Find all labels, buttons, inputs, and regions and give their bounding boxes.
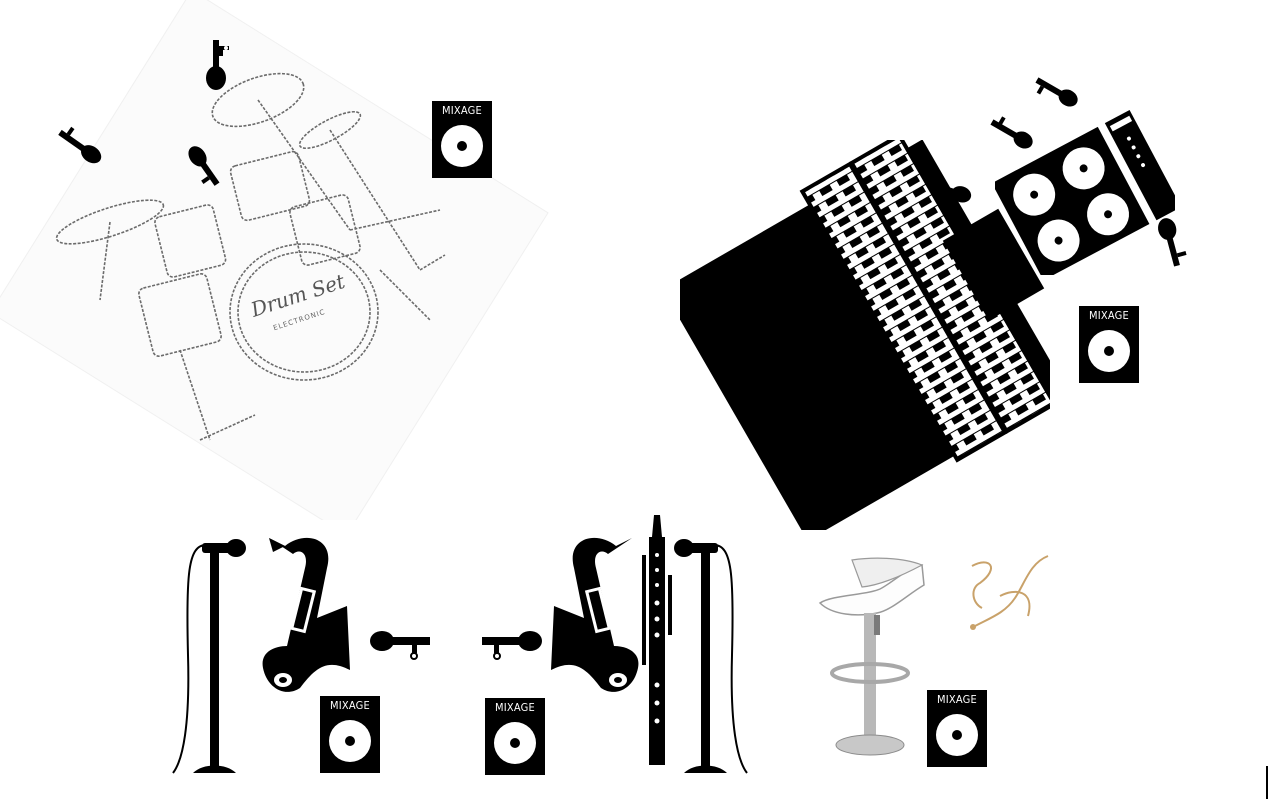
mixage-label: MIXAGE (937, 693, 977, 706)
mixage-monitor-icon: MIXAGE (485, 698, 545, 775)
microphone-icon (370, 631, 430, 660)
amplifier-icon (995, 109, 1175, 275)
microphone-icon (482, 631, 542, 660)
headset-mic-icon (970, 555, 1049, 630)
microphone-icon (1035, 77, 1078, 107)
mixage-label: MIXAGE (442, 104, 482, 117)
microphone-icon (58, 126, 102, 164)
mic-stand-icon (674, 539, 748, 774)
mic-stand-icon (172, 539, 246, 774)
microphone-icon (188, 146, 220, 186)
mixage-label: MIXAGE (330, 699, 370, 712)
saxophone-icon (551, 537, 639, 692)
pedal-pad-icon (942, 208, 1045, 320)
mixage-label: MIXAGE (495, 701, 535, 714)
mixage-label: MIXAGE (1089, 309, 1129, 322)
mixage-monitor-icon: MIXAGE (927, 690, 987, 767)
mixage-monitor-icon: MIXAGE (432, 101, 492, 178)
mixage-monitor-icon: MIXAGE (320, 696, 380, 773)
microphone-icon (1158, 218, 1187, 267)
microphone-icon (926, 175, 972, 203)
bar-stool-icon (818, 557, 925, 756)
saxophone-icon (262, 537, 350, 692)
mixage-monitor-icon: MIXAGE (1079, 306, 1139, 383)
clarinet-icon (642, 515, 672, 765)
text-cursor (1266, 766, 1268, 799)
microphone-icon (990, 116, 1033, 149)
microphone-icon (206, 40, 229, 90)
drum-kit-icon: Drum Set ELECTRONIC (0, 0, 549, 520)
